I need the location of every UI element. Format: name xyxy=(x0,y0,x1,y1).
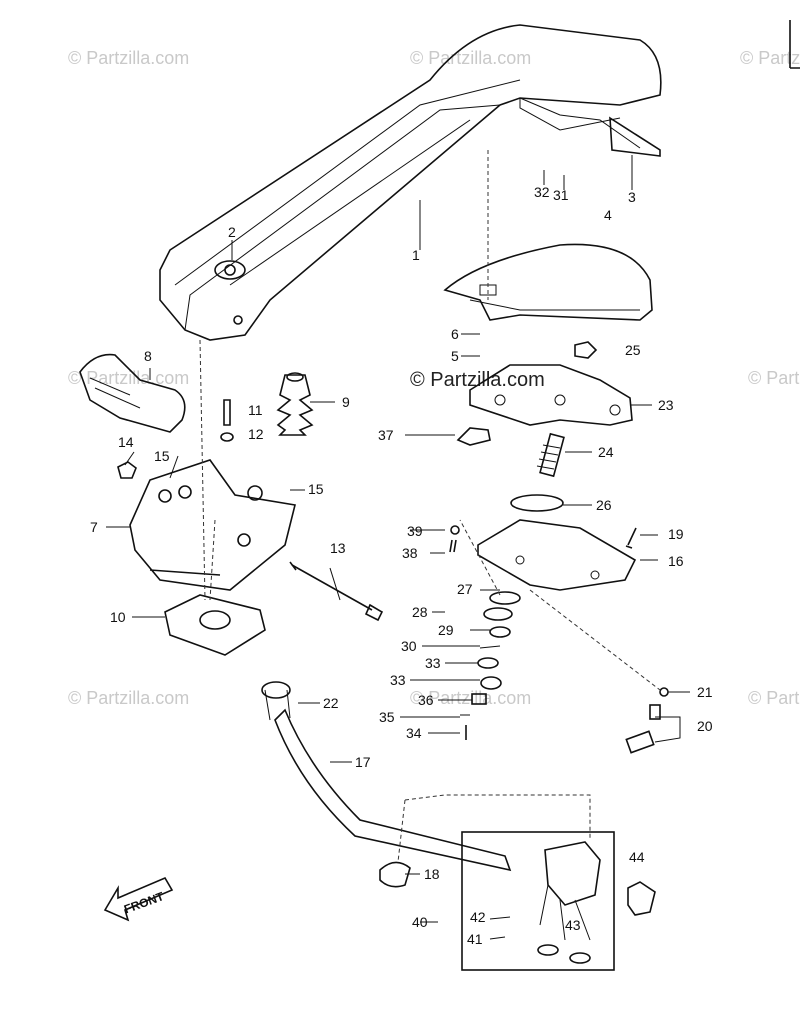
callout-15b: 15 xyxy=(308,481,324,497)
watermark-faint: © Partzilla.com xyxy=(68,688,189,708)
callout-21: 21 xyxy=(697,684,713,700)
callout-27: 27 xyxy=(457,581,473,597)
switch-unit xyxy=(537,841,601,964)
watermark-faint: © Partzilla.com xyxy=(68,368,189,388)
callout-29: 29 xyxy=(438,622,454,638)
callout-8: 8 xyxy=(144,348,152,364)
screw-19 xyxy=(625,527,637,549)
callout-42: 42 xyxy=(470,909,486,925)
callout-labels: 1 2 3 4 5 6 7 8 9 10 11 12 13 14 15 15 1… xyxy=(90,184,713,947)
bolt-11 xyxy=(223,399,231,426)
clamp-18 xyxy=(379,861,411,888)
callout-34: 34 xyxy=(406,725,422,741)
callout-16: 16 xyxy=(668,553,684,569)
callout-33b: 33 xyxy=(390,672,406,688)
callout-1: 1 xyxy=(412,247,420,263)
callout-41: 41 xyxy=(467,931,483,947)
callout-23: 23 xyxy=(658,397,674,413)
callout-26: 26 xyxy=(596,497,612,513)
handlebar xyxy=(261,681,512,872)
callout-15a: 15 xyxy=(154,448,170,464)
pad-8 xyxy=(79,353,186,433)
front-arrow: FRONT xyxy=(103,876,174,922)
washer-39 xyxy=(450,525,460,535)
callout-36: 36 xyxy=(418,692,434,708)
callout-25: 25 xyxy=(625,342,641,358)
pole-cover xyxy=(443,243,653,321)
callout-39: 39 xyxy=(407,523,423,539)
nut-25 xyxy=(574,341,598,359)
callout-22: 22 xyxy=(323,695,339,711)
callout-2: 2 xyxy=(228,224,236,240)
callout-3: 3 xyxy=(628,189,636,205)
washer-stack xyxy=(460,591,521,740)
corner-mark xyxy=(789,20,800,69)
callout-6: 6 xyxy=(451,326,459,342)
callout-28: 28 xyxy=(412,604,428,620)
callout-24: 24 xyxy=(598,444,614,460)
callout-11: 11 xyxy=(248,402,263,418)
callout-5: 5 xyxy=(451,348,459,364)
clip-37 xyxy=(456,427,491,446)
watermark-faint-group: © Partzilla.com © Partzilla.com © Partzi… xyxy=(68,48,800,708)
nut-14 xyxy=(117,461,137,479)
grip-strip xyxy=(609,116,661,157)
watermark-main: © Partzilla.com xyxy=(410,369,545,391)
callout-44: 44 xyxy=(629,849,645,865)
handle-pole xyxy=(159,24,662,341)
bracket-plate xyxy=(469,364,633,426)
callout-13: 13 xyxy=(330,540,346,556)
callout-32: 32 xyxy=(534,184,550,200)
watermark-faint: © Partzilla.com xyxy=(410,688,531,708)
leader-lines xyxy=(106,155,690,940)
switch-inset-box xyxy=(461,831,615,971)
callout-31: 31 xyxy=(553,187,569,203)
screw-38 xyxy=(449,539,457,553)
watermark-faint: © Partzilla.com xyxy=(410,48,531,68)
plug-20 xyxy=(625,687,669,754)
callout-18: 18 xyxy=(424,866,440,882)
bellows-boot xyxy=(276,372,314,436)
callout-33a: 33 xyxy=(425,655,441,671)
callout-35: 35 xyxy=(379,709,395,725)
callout-20: 20 xyxy=(697,718,713,734)
watermark-faint: © Partzilla.com xyxy=(748,368,800,388)
callout-10: 10 xyxy=(110,609,126,625)
callout-43: 43 xyxy=(565,917,581,933)
clip-44 xyxy=(627,881,656,916)
pivot-bolt xyxy=(536,432,565,478)
washer-26 xyxy=(510,494,564,512)
watermark-faint: © Partzilla.com xyxy=(740,48,800,68)
long-bolt xyxy=(289,561,384,622)
callout-7: 7 xyxy=(90,519,98,535)
watermark-faint: © Partzilla.com xyxy=(748,688,800,708)
callout-40: 40 xyxy=(412,914,428,930)
callout-37: 37 xyxy=(378,427,394,443)
pivot-bracket xyxy=(129,459,296,591)
callout-17: 17 xyxy=(355,754,371,770)
callout-4: 4 xyxy=(604,207,612,223)
callout-19: 19 xyxy=(668,526,684,542)
base-10 xyxy=(164,594,266,656)
callout-38: 38 xyxy=(402,545,418,561)
base-plate xyxy=(477,519,637,591)
watermark-faint: © Partzilla.com xyxy=(68,48,189,68)
callout-9: 9 xyxy=(342,394,350,410)
callout-14: 14 xyxy=(118,434,134,450)
callout-30: 30 xyxy=(401,638,417,654)
reference-lines xyxy=(199,150,661,863)
callout-12: 12 xyxy=(248,426,264,442)
washer-12 xyxy=(220,432,234,442)
